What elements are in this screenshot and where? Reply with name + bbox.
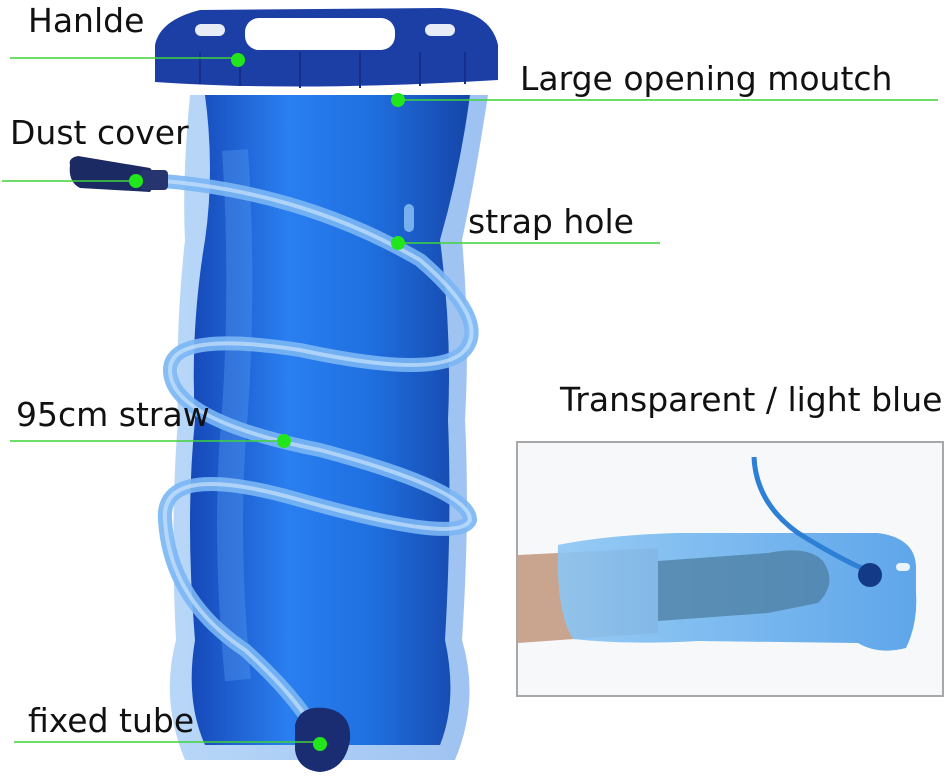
inset-caption: Transparent / light blue — [560, 380, 943, 419]
label-straw: 95cm straw — [16, 395, 210, 434]
label-strap-hole: strap hole — [468, 202, 634, 241]
strap-hole-slot — [404, 204, 414, 232]
pointer-dot-opening — [391, 93, 405, 107]
label-dust-cover: Dust cover — [10, 113, 189, 152]
pointer-dot-dust-cover — [129, 174, 143, 188]
pointer-dot-fixed-tube — [313, 737, 327, 751]
inset-photo-hand-in-bladder — [518, 443, 942, 695]
bladder-body — [190, 95, 470, 745]
pointer-dot-strap-hole — [391, 236, 405, 250]
label-handle: Hanlde — [28, 1, 145, 40]
pointer-dot-handle — [231, 53, 245, 67]
label-opening: Large opening moutch — [520, 59, 893, 98]
pointer-dot-straw — [277, 434, 291, 448]
label-fixed-tube: fixed tube — [28, 701, 195, 740]
inset-photo-frame — [516, 441, 944, 697]
